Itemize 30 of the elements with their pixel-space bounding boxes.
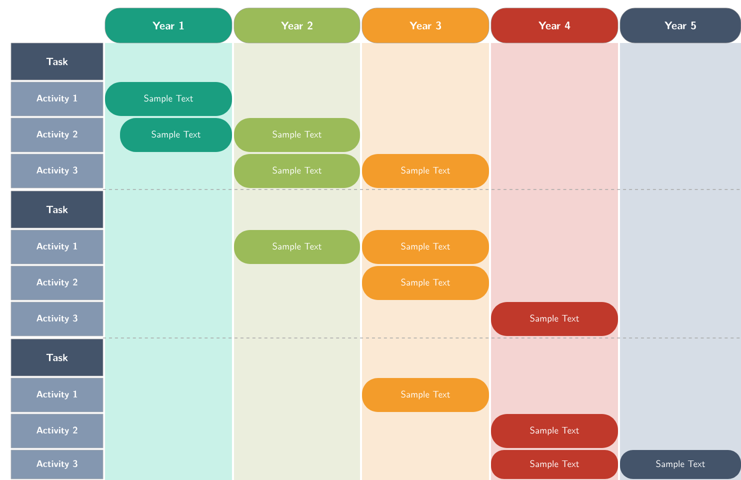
task-box: Task — [10, 338, 104, 376]
timeline-bar: Sample Text — [234, 230, 360, 264]
activity-box: Activity 2 — [10, 266, 104, 300]
timeline-bar: Sample Text — [491, 414, 618, 448]
timeline-bar: Sample Text — [105, 82, 232, 116]
timeline-bar: Sample Text — [120, 118, 232, 152]
activity-box: Activity 1 — [10, 378, 104, 412]
timeline-bar: Sample Text — [362, 154, 489, 188]
activity-box: Activity 1 — [10, 82, 104, 116]
activity-box: Activity 2 — [10, 118, 104, 152]
activity-box: Activity 3 — [10, 302, 104, 336]
year-header: Year 3 — [362, 8, 490, 44]
timeline-bar: Sample Text — [234, 154, 360, 188]
timeline-bar: Sample Text — [362, 266, 489, 300]
timeline-bar: Sample Text — [362, 230, 489, 264]
timeline-bar: Sample Text — [620, 450, 741, 479]
year-header: Year 4 — [490, 8, 618, 44]
activity-box: Activity 3 — [10, 154, 104, 188]
timeline-bar: Sample Text — [491, 302, 618, 336]
year-header: Year 5 — [620, 8, 741, 44]
task-box: Task — [10, 42, 104, 80]
task-box: Task — [10, 190, 104, 228]
activity-box: Activity 2 — [10, 414, 104, 448]
year-header: Year 2 — [234, 8, 360, 44]
timeline-bar: Sample Text — [362, 378, 489, 412]
activity-box: Activity 1 — [10, 230, 104, 264]
activity-box: Activity 3 — [10, 450, 104, 480]
year-header: Year 1 — [104, 8, 232, 44]
timeline-bar: Sample Text — [234, 118, 360, 152]
timeline-bar: Sample Text — [491, 450, 618, 479]
